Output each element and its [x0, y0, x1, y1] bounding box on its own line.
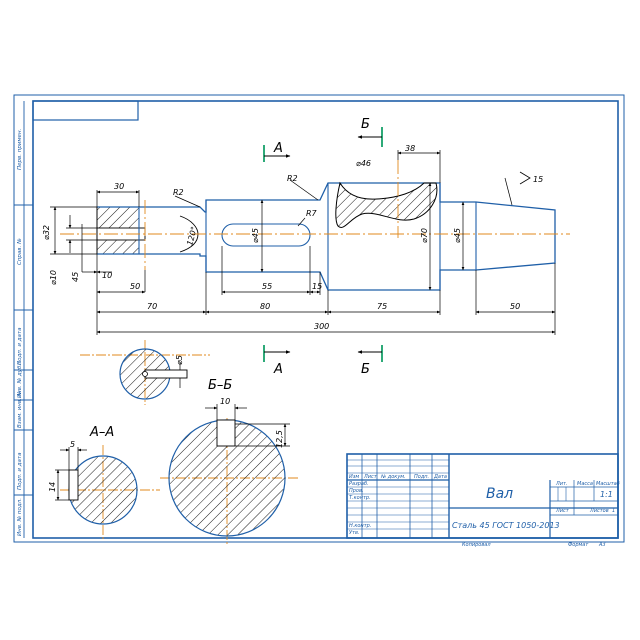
tb-row-utv: Утв. [349, 530, 360, 536]
margin-label-inv-dubl: Инв. № дубл. [17, 360, 23, 398]
tb-scale-value: 1:1 [600, 490, 613, 499]
title-block-texts: Изм Лист № докум. Подп. Дата Разраб. Про… [349, 474, 620, 548]
tb-col-sign: Подп. [414, 474, 429, 480]
margin-label-podp-top: Подп. и дата [17, 327, 23, 365]
tb-col-date: Дата [433, 474, 447, 480]
dim-len-70: 70 [147, 302, 157, 311]
dim-top-38: 38 [405, 144, 415, 153]
dim-small-dia5: ⌀5 [175, 355, 184, 365]
tb-col-izm: Изм [349, 474, 359, 480]
dim-aa-key-14: 14 [48, 482, 57, 492]
dim-aa-key-5: 5 [70, 440, 75, 449]
dim-dia-45-slot: ⌀45 [251, 228, 260, 243]
tb-hdr-lit: Лит. [555, 481, 568, 487]
tb-listov-value: 1 [612, 508, 615, 514]
section-mark-a-bottom: А [273, 362, 283, 377]
dim-radius-slot: R7 [306, 209, 318, 218]
margin-label-sprav: Справ. № [17, 238, 23, 265]
dim-angle-120: 120° [185, 226, 199, 247]
shaft-main-view [96, 181, 556, 291]
tb-material: Сталь 45 ГОСТ 1050-2013 [452, 521, 560, 530]
section-bb-title: Б–Б [208, 378, 232, 393]
dim-10: 10 [102, 271, 112, 280]
tb-kopiroval: Копировал [462, 542, 491, 548]
tb-row-prov: Пров. [349, 488, 364, 494]
dim-len-80: 80 [260, 302, 270, 311]
section-mark-b-top: Б [361, 117, 370, 132]
dim-45-left: 45 [71, 272, 80, 282]
dim-dia-46: ⌀46 [356, 159, 371, 168]
section-aa-title: А–А [89, 425, 114, 440]
dim-radius-mid: R2 [287, 174, 298, 183]
upper-cutout-hatch [335, 181, 438, 228]
section-mark-b-bottom: Б [361, 362, 370, 377]
tb-col-doc: № докум. [380, 474, 406, 480]
dim-radius-left: R2 [173, 188, 184, 197]
tb-row-tkontr: Т.контр. [349, 495, 371, 501]
dimension-lines [50, 150, 556, 335]
tb-list-label: Лист [555, 508, 570, 514]
tb-format-value: A3 [598, 542, 606, 548]
dim-total-300: 300 [314, 322, 329, 331]
tb-col-list: Лист [363, 474, 378, 480]
dim-len-50-right: 50 [510, 302, 520, 311]
dimension-texts: 30 38 ⌀46 R2 R2 R7 15 ⌀32 ⌀10 45 10 120°… [42, 144, 543, 331]
margin-label-perv: Перв. примен. [17, 128, 23, 170]
section-bb [168, 404, 290, 537]
section-mark-a-top: А [273, 141, 283, 156]
small-cross-section [119, 348, 188, 400]
section-aa [55, 447, 138, 525]
section-marker-arrows [264, 135, 382, 354]
sheet-frame [13, 94, 625, 543]
dim-bb-key-125: 12,5 [275, 430, 284, 448]
margin-label-podp-bot: Подп. и дата [17, 452, 23, 490]
tb-row-nkontr: Н.контр. [349, 523, 371, 529]
dim-dia-70: ⌀70 [420, 228, 429, 243]
tb-part-name: Вал [486, 486, 513, 502]
title-block [346, 453, 619, 539]
margin-labels: Перв. примен. Справ. № Подп. и дата Инв.… [17, 128, 23, 536]
tb-format-label: Формат [568, 542, 589, 548]
tb-hdr-massa: Масса [577, 481, 593, 487]
dim-dia-32: ⌀32 [42, 225, 51, 240]
dim-bb-key-10: 10 [220, 397, 230, 406]
tb-listov-label: Листов [589, 508, 609, 514]
margin-label-vzam: Взам. инв. № [17, 390, 23, 428]
dim-roughness: 15 [533, 175, 543, 184]
dim-len-55: 55 [262, 282, 272, 291]
shaft-outline [97, 182, 556, 291]
margin-label-inv-podl: Инв. № подл. [17, 498, 23, 536]
dim-len-75: 75 [377, 302, 387, 311]
dim-dia-10: ⌀10 [49, 270, 58, 285]
keyway-slot [221, 223, 311, 247]
dim-len-50-left: 50 [130, 282, 140, 291]
dim-len-15: 15 [312, 282, 322, 291]
dim-top-30: 30 [114, 182, 124, 191]
tb-row-razrab: Разраб. [349, 481, 369, 487]
margin-column [14, 101, 33, 538]
tb-hdr-masshtab: Масштаб [596, 481, 620, 487]
dim-dia-45-right: ⌀45 [453, 228, 462, 243]
